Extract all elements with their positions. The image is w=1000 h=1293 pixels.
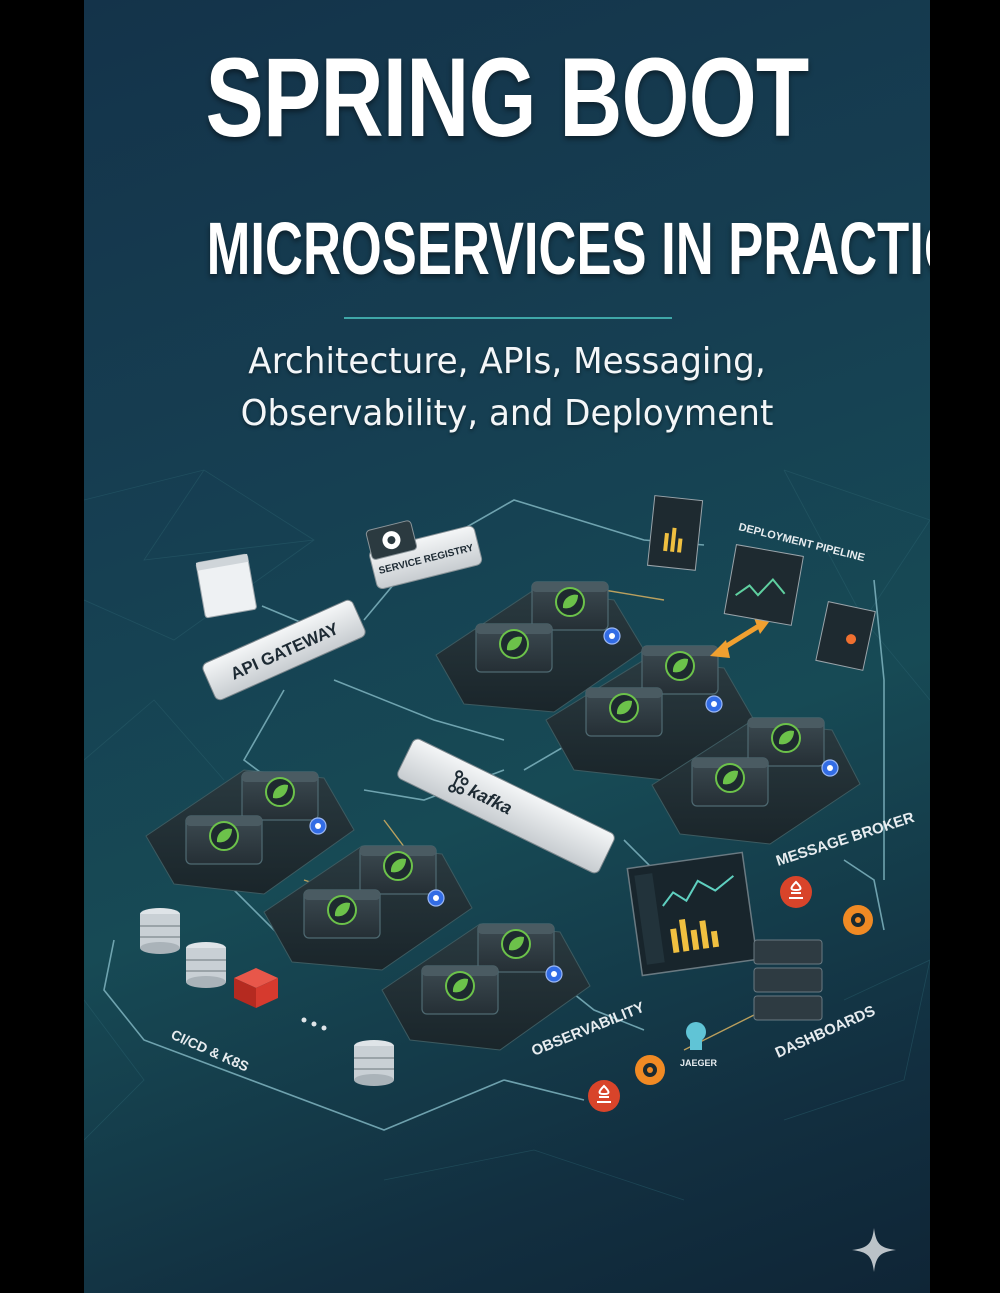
- service-cluster-top: [435, 581, 861, 845]
- client-browser-icon: [195, 553, 257, 619]
- title-divider: [344, 317, 672, 319]
- tagline-line-2: Observability, and Deployment: [240, 393, 774, 434]
- kafka-bar: kafka: [397, 738, 615, 874]
- tagline-line-1: Architecture, APIs, Messaging,: [248, 341, 766, 382]
- book-subtitle: MICROSERVICES IN PRACTICE: [206, 207, 930, 290]
- kafka-logo-icon: [448, 770, 469, 795]
- database-icons: [139, 907, 395, 1087]
- service-registry-box: SERVICE REGISTRY: [365, 520, 483, 590]
- architecture-diagram: SERVICE REGISTRY API GATEWAY: [84, 469, 930, 1201]
- book-title: SPRING BOOT: [205, 35, 810, 160]
- cicd-label: CI/CD & K8S: [169, 1026, 252, 1074]
- sync-arrow-icon: [710, 618, 772, 658]
- grafana-icon: [843, 905, 873, 935]
- dashboards-server-stack: [753, 939, 823, 1021]
- sparkle-icon: [852, 1228, 896, 1272]
- service-cluster-bottom: [145, 769, 591, 1051]
- book-cover: SERVICE REGISTRY API GATEWAY: [84, 0, 930, 1293]
- deployment-pipeline-monitors: [646, 495, 876, 671]
- grafana-icon: [635, 1055, 665, 1085]
- redis-icon: [234, 968, 278, 1008]
- observability-dashboard-monitor: [626, 851, 759, 977]
- prometheus-icon: [780, 876, 812, 908]
- prometheus-icon: [588, 1080, 620, 1112]
- jaeger-label: JAEGER: [680, 1058, 718, 1068]
- jaeger-icon: [686, 1022, 706, 1050]
